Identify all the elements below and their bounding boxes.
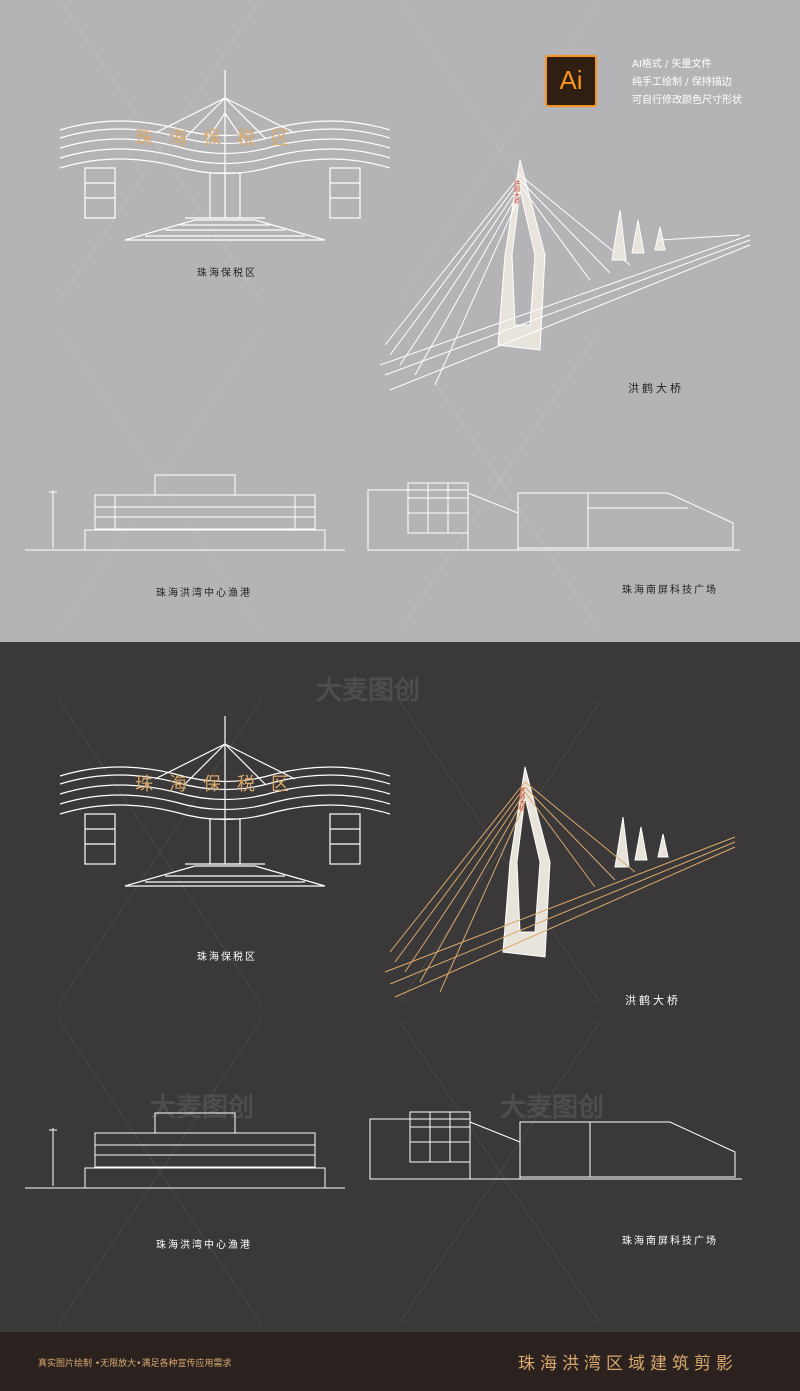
hongsai-bridge-drawing: 洪鹤大桥 <box>384 766 736 998</box>
background-pattern <box>59 0 601 631</box>
gate-sign-text: 珠海保税区 <box>135 774 305 795</box>
bonded-zone-gate-drawing: 珠海保税区 <box>59 70 391 241</box>
caption-fishing-port: 珠海洪湾中心渔港 <box>156 1240 252 1251</box>
bonded-zone-gate-drawing: 珠海保税区 <box>59 716 391 887</box>
footer-title: 珠海洪湾区域建筑剪影 <box>518 1354 738 1374</box>
watermark: 大麦图创 <box>316 676 421 706</box>
caption-tech-plaza: 珠海南屏科技广场 <box>622 1236 718 1247</box>
hongsai-bridge-drawing: 洪鹤大桥 <box>379 159 751 391</box>
footer: 真实图片绘制 •无限放大•满足各种宣传应用需求 珠海洪湾区域建筑剪影 <box>0 1332 800 1391</box>
info-line: AI格式 / 矢量文件 <box>632 59 712 70</box>
caption-tech-plaza: 珠海南屏科技广场 <box>622 585 718 596</box>
info-line: 可自行修改颜色尺寸形状 <box>632 95 742 106</box>
adobe-illustrator-icon: Ai <box>545 55 597 107</box>
caption-bonded-zone: 珠海保税区 <box>197 952 257 963</box>
file-info: AI格式 / 矢量文件 纯手工绘制 / 保持描边 可自行修改颜色尺寸形状 <box>632 56 742 110</box>
watermark: 大麦图创 <box>150 1093 255 1123</box>
caption-fishing-port: 珠海洪湾中心渔港 <box>156 588 252 599</box>
gate-sign-text: 珠海保税区 <box>135 128 305 149</box>
bridge-tower-text: 洪鹤大桥 <box>513 179 520 205</box>
caption-bridge: 洪鹤大桥 <box>625 994 681 1007</box>
watermark: 大麦图创 <box>500 1093 605 1123</box>
caption-bridge: 洪鹤大桥 <box>628 382 684 395</box>
bridge-tower-text: 洪鹤大桥 <box>518 786 525 812</box>
fishing-port-drawing <box>25 1112 345 1189</box>
top-panel: Ai AI格式 / 矢量文件 纯手工绘制 / 保持描边 可自行修改颜色尺寸形状 … <box>0 0 800 642</box>
tech-plaza-drawing <box>369 1111 742 1180</box>
bottom-panel: 大麦图创 大麦图创 大麦图创 珠海保税区 珠海保税区 <box>0 642 800 1332</box>
caption-bonded-zone: 珠海保税区 <box>197 268 257 279</box>
tech-plaza-drawing <box>367 482 740 551</box>
footer-tagline: 真实图片绘制 •无限放大•满足各种宣传应用需求 <box>38 1359 232 1369</box>
fishing-port-drawing <box>25 474 345 551</box>
background-pattern <box>59 701 601 1323</box>
info-line: 纯手工绘制 / 保持描边 <box>632 77 732 88</box>
